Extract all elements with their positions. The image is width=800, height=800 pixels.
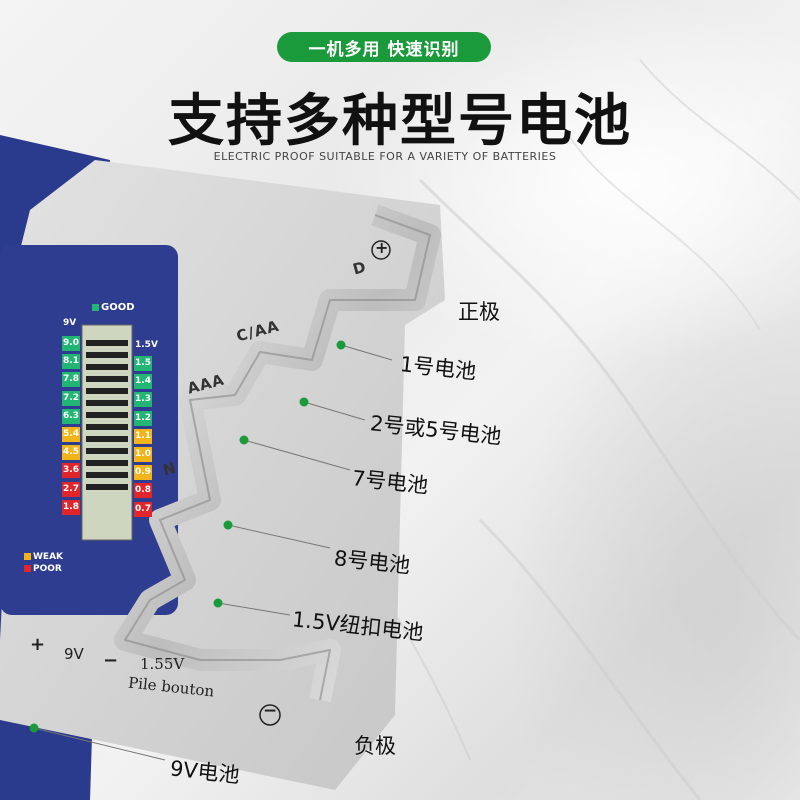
scale-left-value: 7.2 [62,390,80,406]
scale-left-value: 5.4 [62,427,80,442]
scale-right-value: 1.3 [134,392,152,408]
bottom-9v: 9V [64,645,84,663]
scale-left-value: 2.7 [62,481,80,497]
lcd-bars [86,340,128,490]
scale-left-value: 8.1 [62,354,80,370]
legend-good: GOOD [92,302,135,313]
scale-right-value: 1.1 [134,428,152,444]
scale-right-value: 0.8 [134,483,152,499]
scale-right-value: 1.4 [134,374,152,390]
feature-badge: 一机多用 快速识别 [277,32,491,62]
scale-left-value: 7.8 [62,372,80,388]
scale-right-value: 1.2 [134,410,152,426]
plus-sign: + [375,238,389,257]
scale-right-header: 1.5V [135,340,158,350]
page-title: 支持多种型号电池 [168,89,632,154]
legend-weak: WEAK [24,552,63,562]
bottom-minus: − [103,650,119,671]
minus-sign: − [263,701,278,721]
scale-right-value: 1.5 [134,356,152,371]
bottom-155v: 1.55V [140,655,185,673]
scale-left-value: 9.0 [62,336,80,351]
callout-positive: 正极 [458,300,500,324]
positive-terminal-icon [371,240,391,260]
callout-lines [33,344,393,761]
negative-terminal-icon [259,704,281,726]
scale-left-value: 6.3 [62,408,80,424]
page-subtitle: ELECTRIC PROOF SUITABLE FOR A VARIETY OF… [213,150,557,163]
scale-right-value: 0.9 [134,465,152,481]
legend-poor: POOR [24,564,62,574]
scale-right-value: 1.0 [134,447,152,462]
scale-right-value: 0.7 [134,501,152,517]
callout-dots [29,340,346,733]
scale-left-value: 3.6 [62,463,80,479]
lcd-screen [81,324,133,541]
scale-left-value: 1.8 [62,499,80,515]
scale-left-header: 9V [63,318,77,328]
bottom-plus: + [30,634,46,655]
scale-left-value: 4.5 [62,445,80,461]
callout-negative: 负极 [354,734,396,758]
